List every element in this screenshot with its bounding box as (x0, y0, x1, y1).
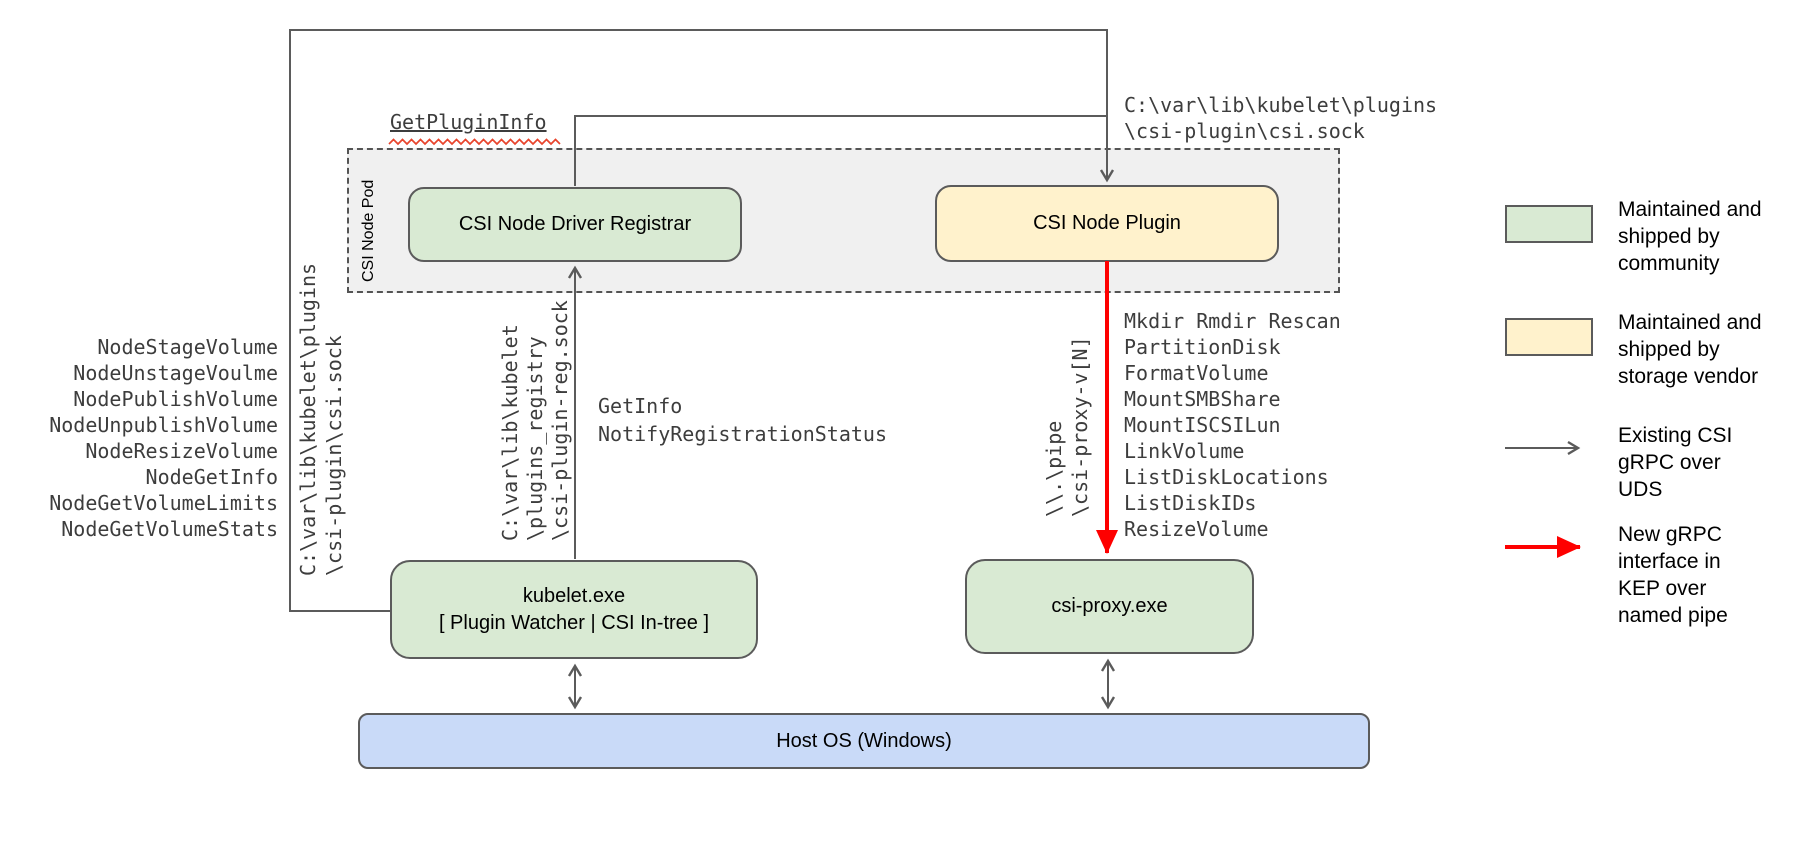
list-item: FormatVolume (1124, 361, 1269, 385)
list-item: MountISCSILun (1124, 413, 1281, 437)
host-os-box: Host OS (Windows) (358, 713, 1370, 769)
legend-red-arrow-label: New gRPC interface in KEP over named pip… (1618, 523, 1728, 627)
csi-node-driver-registrar-box: CSI Node Driver Registrar (408, 187, 742, 262)
list-item: Mkdir Rmdir Rescan (1124, 309, 1341, 333)
csi-sock-path-left-label: C:\var\lib\kubelet\plugins \csi-plugin\c… (296, 262, 346, 576)
csi-node-plugin-label: CSI Node Plugin (1033, 212, 1181, 234)
legend-vendor-label: Maintained and shipped by storage vendor (1618, 311, 1762, 388)
spellcheck-squiggle-icon (388, 138, 561, 146)
kubelet-label: kubelet.exe (522, 584, 626, 607)
list-item: ResizeVolume (1124, 517, 1269, 541)
list-item: PartitionDisk (1124, 335, 1281, 359)
registration-sock-path-label: C:\var\lib\kubelet \plugins_registry \cs… (498, 300, 572, 541)
named-pipe-path-label: \\.\pipe \csi-proxy-v[N] (1042, 336, 1092, 517)
csi-node-driver-registrar-label: CSI Node Driver Registrar (458, 213, 692, 235)
list-item: MountSMBShare (1124, 387, 1281, 411)
node-methods-list: NodeStageVolume NodeUnstageVoulme NodePu… (40, 334, 278, 542)
list-item: ListDiskIDs (1124, 491, 1257, 515)
csi-node-plugin-box: CSI Node Plugin (935, 185, 1279, 262)
list-item: NodeUnstageVoulme (73, 361, 278, 385)
csi-sock-path-top-label: C:\var\lib\kubelet\plugins \csi-plugin\c… (1124, 93, 1438, 143)
list-item: NodeResizeVolume (85, 439, 278, 463)
list-item: NodeGetInfo (145, 465, 278, 489)
host-os-label: Host OS (Windows) (776, 729, 952, 752)
list-item: NodeGetVolumeStats (61, 517, 278, 541)
list-item: LinkVolume (1124, 439, 1245, 463)
legend-community-swatch (1505, 205, 1593, 243)
list-item: ListDiskLocations (1124, 465, 1329, 489)
kubelet-box: kubelet.exe [ Plugin Watcher | CSI In-tr… (390, 560, 758, 659)
list-item: NodeUnpublishVolume (49, 413, 278, 437)
legend-vendor-swatch (1505, 318, 1593, 356)
list-item: NodeStageVolume (97, 335, 278, 359)
csi-proxy-box: csi-proxy.exe (965, 559, 1254, 654)
list-item: NodeGetVolumeLimits (49, 491, 278, 515)
get-plugin-info-label: GetPluginInfo (390, 110, 547, 134)
kubelet-sublabel: [ Plugin Watcher | CSI In-tree ] (438, 611, 710, 634)
legend-gray-arrow-label: Existing CSI gRPC over UDS (1618, 424, 1733, 501)
legend-community-label: Maintained and shipped by community (1618, 198, 1762, 275)
registration-methods-label: GetInfo NotifyRegistrationStatus (598, 394, 887, 446)
csi-node-pod-label: CSI Node Pod (360, 179, 377, 282)
csi-proxy-label: csi-proxy.exe (1051, 595, 1168, 617)
list-item: NodePublishVolume (73, 387, 278, 411)
proxy-methods-list: Mkdir Rmdir Rescan PartitionDisk FormatV… (1124, 308, 1341, 542)
